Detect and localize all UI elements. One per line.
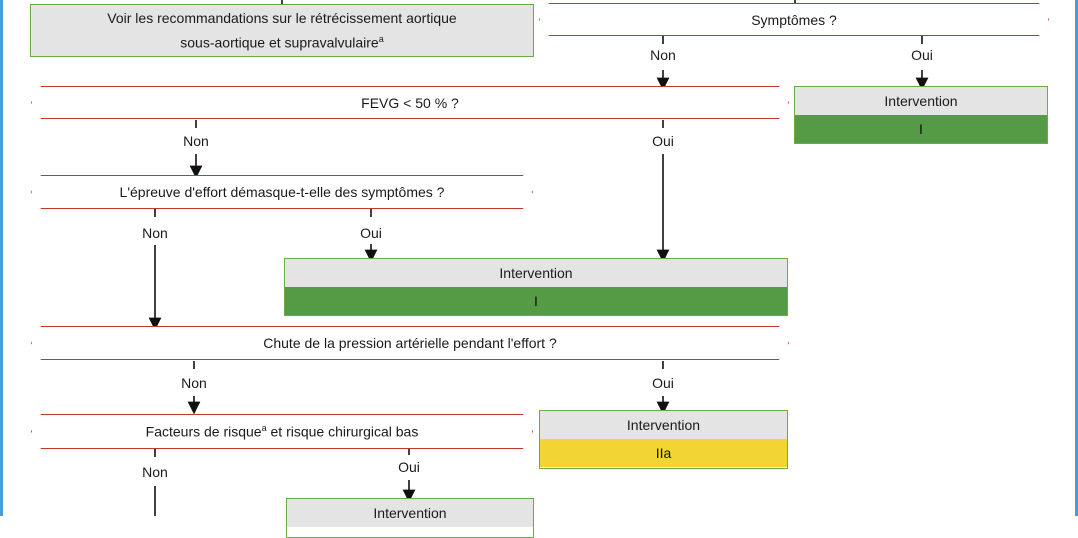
question-risk-factors: Facteurs de risquea et risque chirurgica… <box>31 414 533 449</box>
intervention-1-class: I <box>795 115 1047 143</box>
intervention-box-1: Intervention I <box>794 86 1048 144</box>
question-risk-factors-pre: Facteurs de risque <box>145 423 262 440</box>
label-chute-oui: Oui <box>652 375 674 391</box>
see-recommendations-line2: sous-aortique et supravalvulaire <box>180 34 379 51</box>
label-symp-oui: Oui <box>911 47 933 63</box>
question-risk-factors-post: et risque chirurgical bas <box>266 423 419 440</box>
label-epr-non: Non <box>142 225 168 241</box>
question-symptoms-text: Symptômes ? <box>751 11 837 28</box>
question-lvef: FEVG < 50 % ? <box>31 86 789 119</box>
intervention-4-label: Intervention <box>287 499 533 527</box>
left-frame-border <box>0 0 3 516</box>
intervention-3-class: IIa <box>540 439 787 467</box>
footnote-a-2: a <box>261 423 267 434</box>
intervention-box-4: Intervention <box>286 498 534 538</box>
question-bp-drop-text: Chute de la pression artérielle pendant … <box>263 335 557 351</box>
label-fevg-non: Non <box>183 133 209 149</box>
see-recommendations-line1: Voir les recommandations sur le rétrécis… <box>107 9 457 26</box>
question-bp-drop: Chute de la pression artérielle pendant … <box>31 326 789 360</box>
question-exercise-test-text: L'épreuve d'effort démasque-t-elle des s… <box>119 184 445 200</box>
question-symptoms: Symptômes ? <box>539 3 1049 36</box>
intervention-2-class: I <box>285 287 787 315</box>
question-exercise-test: L'épreuve d'effort démasque-t-elle des s… <box>31 175 533 209</box>
intervention-box-2: Intervention I <box>284 258 788 316</box>
label-epr-oui: Oui <box>360 225 382 241</box>
intervention-3-label: Intervention <box>540 411 787 439</box>
flow-connectors <box>148 0 929 516</box>
label-chute-non: Non <box>181 375 207 391</box>
intervention-1-label: Intervention <box>795 87 1047 115</box>
label-fact-oui: Oui <box>398 459 420 475</box>
label-fevg-oui: Oui <box>652 133 674 149</box>
intervention-box-3: Intervention IIa <box>539 410 788 469</box>
footnote-a: a <box>378 33 384 44</box>
label-symp-non: Non <box>650 47 676 63</box>
question-lvef-text: FEVG < 50 % ? <box>361 94 459 111</box>
see-recommendations-box: Voir les recommandations sur le rétrécis… <box>30 4 534 57</box>
label-fact-non: Non <box>142 464 168 480</box>
intervention-2-label: Intervention <box>285 259 787 287</box>
right-frame-border <box>1075 0 1078 516</box>
